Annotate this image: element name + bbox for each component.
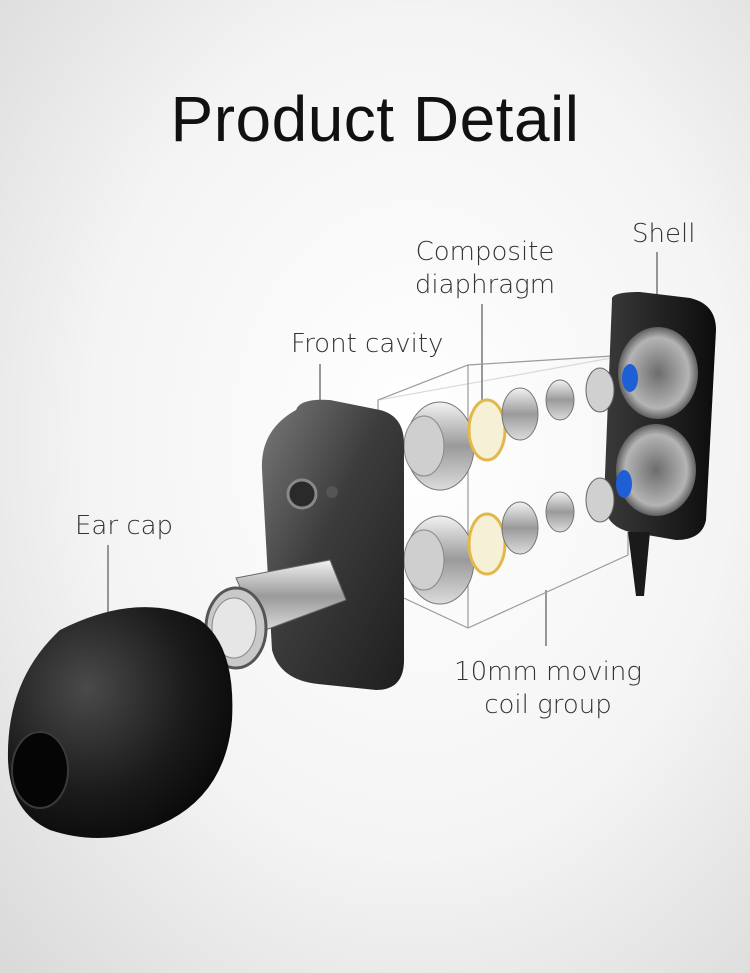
label-coil-line1: 10mm moving [454, 657, 642, 687]
label-ear-cap: Ear cap [75, 511, 174, 541]
diaphragm-ring-top [467, 398, 507, 462]
label-shell: Shell [632, 219, 696, 249]
label-composite-line1: Composite [415, 237, 555, 267]
page-title: Product Detail [170, 83, 580, 155]
driver-unit-top [403, 364, 638, 491]
diaphragm-ring-bottom [467, 512, 507, 576]
label-composite-diaphragm: Composite diaphragm [400, 236, 570, 302]
ear-cap-icon [7, 607, 233, 838]
shell-icon [604, 292, 716, 596]
driver-unit-bottom [403, 470, 632, 605]
label-front-cavity: Front cavity [291, 329, 444, 359]
front-cavity-icon [261, 399, 404, 690]
leader-lines [107, 252, 658, 646]
label-coil-line2: coil group [484, 690, 612, 720]
label-coil-group: 10mm moving coil group [448, 656, 648, 722]
label-composite-line2: diaphragm [414, 270, 556, 300]
